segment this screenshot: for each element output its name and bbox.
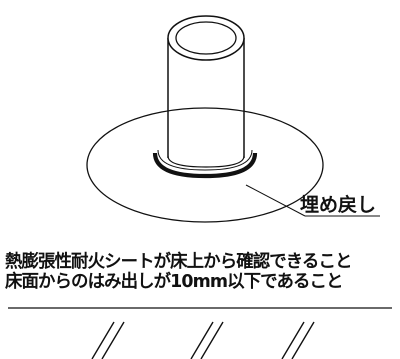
pipe-top-outer (167, 15, 245, 61)
pipe-top-inner (175, 21, 237, 55)
pipe-bottom-edge (167, 155, 245, 168)
floor-section-figure (8, 307, 392, 359)
floor-hatch-1 (91, 321, 125, 359)
pipe-penetration-figure: 埋め戻し (86, 15, 380, 223)
backfill-area (86, 107, 324, 223)
backfill-leader-line (245, 184, 306, 217)
fire-resistant-sheet-ring (152, 152, 258, 179)
floor-hatch-2 (190, 321, 224, 359)
fire-resistant-sheet-ring-inner (157, 149, 253, 171)
requirement-notes: 熱膨張性耐火シートが床上から確認できること 床面からのはみ出しが10mm以下であ… (5, 252, 397, 292)
backfill-label: 埋め戻し (300, 193, 376, 216)
note-line-1: 熱膨張性耐火シートが床上から確認できること (5, 252, 352, 272)
floor-hatch-3 (281, 321, 315, 359)
note-line-2: 床面からのはみ出しが10mm以下であること (5, 272, 343, 292)
